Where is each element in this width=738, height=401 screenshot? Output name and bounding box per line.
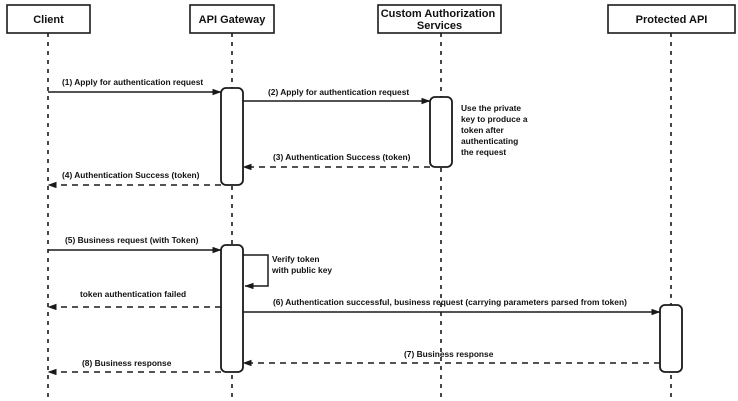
note-line-1: Use the private (461, 103, 521, 113)
message-label-1: (1) Apply for authentication request (62, 77, 203, 87)
message-7-business-response[interactable]: (7) Business response (242, 349, 660, 367)
message-label-7: (7) Business response (404, 349, 494, 359)
participant-box-custom-authorization-services[interactable] (377, 4, 502, 34)
message-label-2: (2) Apply for authentication request (268, 87, 409, 97)
activation-bar-api-gateway-1[interactable] (220, 87, 244, 186)
note-line-5: the request (461, 147, 506, 157)
message-label-4: (4) Authentication Success (token) (62, 170, 200, 180)
message-2-apply-for-authentication-request[interactable]: (2) Apply for authentication request (243, 87, 431, 105)
participant-custom-authorization-services[interactable]: Custom Authorization Services (377, 4, 502, 397)
message-label-token-auth-failed: token authentication failed (80, 289, 186, 299)
participant-label-api-gateway: API Gateway (199, 14, 267, 26)
activation-bar-api-gateway-2[interactable] (220, 244, 244, 373)
participant-protected-api[interactable]: Protected API (607, 4, 736, 397)
participant-box-api-gateway[interactable] (189, 4, 275, 34)
participant-client[interactable]: Client (6, 4, 91, 397)
self-message-label-line-1: Verify token (272, 254, 319, 264)
message-label-8: (8) Business response (82, 358, 172, 368)
note-private-key-text: Use the private key to produce a token a… (461, 103, 530, 157)
message-label-3: (3) Authentication Success (token) (273, 152, 411, 162)
message-label-5: (5) Business request (with Token) (65, 235, 199, 245)
note-line-2: key to produce a (461, 114, 528, 124)
message-token-authentication-failed[interactable]: token authentication failed (47, 289, 221, 311)
participant-api-gateway[interactable]: API Gateway (189, 4, 275, 397)
note-private-key: Use the private key to produce a token a… (461, 103, 530, 157)
self-message-label-line-2: with public key (271, 265, 332, 275)
activation-bar-custom-authorization-services-1[interactable] (429, 96, 453, 168)
self-message-verify-token[interactable]: Verify token with public key (243, 254, 332, 290)
note-line-3: token after (461, 125, 505, 135)
participant-label-protected-api: Protected API (636, 14, 708, 26)
participant-label-custom-authorization-services: Custom Authorization Services (381, 8, 499, 32)
participant-label-client: Client (33, 14, 64, 26)
activation-bar-protected-api-1[interactable] (659, 304, 683, 373)
message-label-6: (6) Authentication successful, business … (273, 297, 627, 307)
message-6-authentication-successful-business-request[interactable]: (6) Authentication successful, business … (243, 297, 661, 316)
self-message-label-verify-token: Verify token with public key (271, 254, 332, 275)
note-line-4: authenticating (461, 136, 518, 146)
self-message-loop-path (243, 254, 269, 290)
message-3-authentication-success-token[interactable]: (3) Authentication Success (token) (242, 152, 430, 171)
message-1-apply-for-authentication-request[interactable]: (1) Apply for authentication request (48, 77, 222, 96)
message-4-authentication-success-token[interactable]: (4) Authentication Success (token) (47, 170, 221, 189)
participant-label-line-2: Services (417, 20, 462, 32)
participant-label-line-1: Custom Authorization (381, 8, 496, 20)
message-8-business-response[interactable]: (8) Business response (47, 358, 221, 376)
message-5-business-request-with-token[interactable]: (5) Business request (with Token) (48, 235, 222, 254)
